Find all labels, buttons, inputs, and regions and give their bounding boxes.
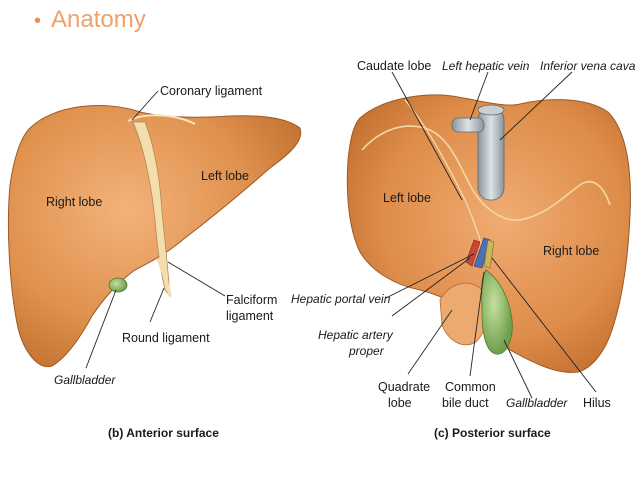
fissure-line [404,99,486,256]
label-bile-duct-2: bile duct [442,396,489,410]
caption-posterior: (c) Posterior surface [434,426,551,440]
leader-gallbladder-a [85,289,117,369]
label-right-lobe-a: Right lobe [46,195,102,209]
label-quadrate-1: Quadrate [378,380,430,394]
label-gallbladder-a: Gallbladder [54,373,116,387]
slide-title: • Anatomy [34,6,146,34]
leader-hepatic-artery [391,257,471,317]
leader-bile-duct [469,271,485,377]
label-falciform-2: ligament [226,309,274,323]
leader-portal-vein [385,253,475,299]
label-left-lobe-a: Left lobe [201,169,249,183]
label-falciform-1: Falciform [226,293,277,307]
label-hepatic-artery-2: proper [348,344,385,358]
label-right-lobe-p: Right lobe [543,244,599,258]
leader-hilus [491,257,597,393]
label-quadrate-2: lobe [388,396,412,410]
bullet-icon: • [34,10,42,32]
posterior-liver-shape [346,94,631,373]
label-coronary-ligament: Coronary ligament [160,84,263,98]
label-gallbladder-p: Gallbladder [506,396,568,410]
anterior-gallbladder-shape [108,277,128,293]
label-bile-duct-1: Common [445,380,496,394]
leader-ivc [499,71,573,141]
hilus-vessels [465,237,495,269]
leader-gallbladder-p [503,339,533,399]
label-round-ligament: Round ligament [122,331,210,345]
leader-falciform [167,261,226,297]
anterior-liver-shape [7,104,302,367]
label-hilus: Hilus [583,396,611,410]
label-ivc: Inferior vena cava [540,59,636,73]
round-ligament-shape [156,257,172,297]
quadrate-lobe-shape [439,282,489,346]
leader-caudate [391,71,463,201]
leader-round [149,287,165,323]
caption-anterior: (b) Anterior surface [108,426,219,440]
leader-left-hepatic-vein [469,71,489,121]
posterior-gallbladder-shape [481,269,513,355]
leader-coronary [131,90,159,121]
label-hepatic-artery-1: Hepatic artery [318,328,394,342]
label-left-lobe-p: Left lobe [383,191,431,205]
ivc-top [477,104,505,116]
bare-area-line [361,125,611,221]
label-left-hepatic-vein: Left hepatic vein [442,59,530,73]
slide-title-text: Anatomy [51,6,146,33]
label-caudate-lobe: Caudate lobe [357,59,431,73]
leader-quadrate [407,309,453,375]
left-hepatic-vein-shape [451,117,485,133]
label-portal-vein: Hepatic portal vein [291,292,391,306]
posterior-view: Caudate lobe Left hepatic vein Inferior … [291,59,636,440]
anterior-view: Coronary ligament Right lobe Left lobe F… [7,84,302,440]
